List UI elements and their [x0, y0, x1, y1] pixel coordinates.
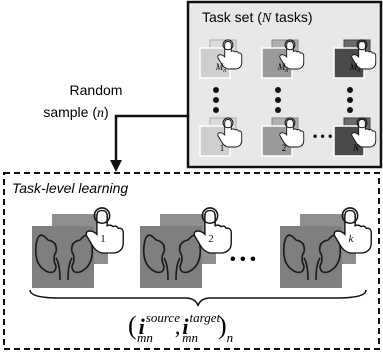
task-set-title: Task set (N tasks) — [202, 9, 312, 26]
task-set-panel: Task set (N tasks) Mn Mn Mn — [186, 0, 383, 169]
horizontal-ellipsis: • • • — [230, 251, 256, 268]
task-card-label: Mn — [277, 62, 289, 74]
sampling-arrow — [110, 114, 188, 172]
kidney-card-label: k — [349, 233, 355, 245]
kidney-card-label: 2 — [208, 233, 214, 245]
task-card-bottom-n: N — [333, 117, 377, 157]
kidney-card-1: 1 — [32, 207, 125, 288]
task-card-label: 2 — [282, 143, 287, 153]
kidney-card-k: k — [280, 207, 373, 288]
task-card-label: Mn — [349, 62, 361, 74]
task-card-bottom-2: 2 — [261, 117, 305, 157]
grouping-brace — [29, 289, 367, 307]
sample-label: sample (n) — [43, 104, 108, 121]
task-learning-title: Task-level learning — [12, 180, 128, 196]
kidney-card-label: 1 — [100, 233, 106, 245]
task-card-label: N — [352, 143, 360, 153]
task-card-top-2: Mn — [261, 39, 305, 79]
horizontal-ellipsis: • • • — [313, 129, 332, 143]
kidney-card-2: 2 — [140, 207, 233, 288]
task-card-top-n: Mn — [333, 39, 377, 79]
task-card-top-1: Mn — [199, 39, 243, 79]
task-card-label: Mn — [215, 62, 227, 74]
vertical-ellipsis — [213, 87, 353, 113]
task-card-bottom-1: 1 — [199, 117, 243, 157]
task-card-label: 1 — [220, 143, 225, 153]
task-learning-panel: Task-level learning 1 2 • • • k — [3, 172, 380, 350]
random-label: Random — [70, 82, 123, 98]
